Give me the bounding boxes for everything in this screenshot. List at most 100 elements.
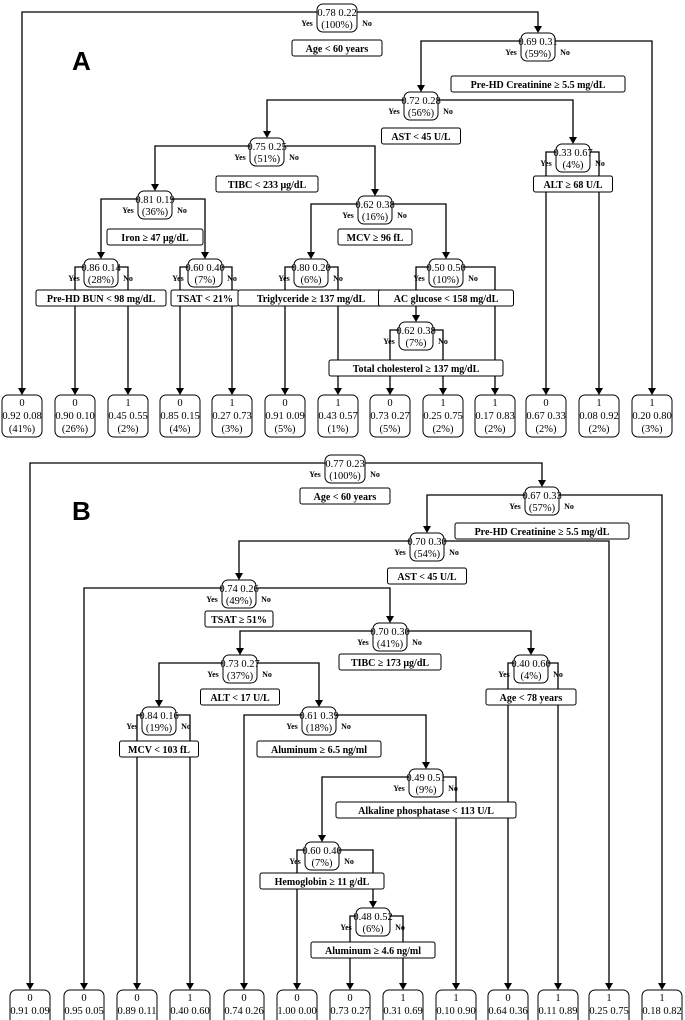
arrowhead	[263, 131, 271, 138]
branch-yes-label: Yes	[309, 470, 321, 479]
split-rule-label: MCV < 103 fL	[128, 745, 190, 756]
split-rule-box	[215, 175, 319, 193]
split-rule-label: Age < 60 years	[314, 492, 377, 503]
split-node-box	[324, 454, 366, 484]
branch-yes-label: Yes	[122, 206, 134, 215]
branch-yes-label: Yes	[289, 857, 301, 866]
split-rule-label: Iron ≥ 47 μg/dL	[121, 233, 189, 244]
leaf-node-box	[276, 989, 318, 1020]
split-rule-box	[378, 289, 514, 307]
edges-layer	[18, 11, 666, 990]
boxes-layer	[1, 3, 683, 1020]
branch-yes-label: Yes	[388, 107, 400, 116]
branch-yes-edge	[100, 198, 138, 255]
split-rule-label: Pre-HD Creatinine ≥ 5.5 mg/dL	[471, 80, 606, 91]
node-percentage: (19%)	[146, 723, 173, 734]
branch-yes-label: Yes	[357, 638, 369, 647]
node-class-probabilities: 0.49 0.51	[406, 773, 445, 784]
arrowhead	[399, 983, 407, 990]
leaf-node-box	[474, 394, 516, 438]
split-rule-label: TIBC < 233 μg/dL	[228, 180, 307, 191]
split-rule-label: Pre-HD BUN < 98 mg/dL	[47, 294, 156, 305]
node-percentage: (57%)	[529, 503, 556, 514]
split-rule-label: TSAT ≥ 51%	[211, 615, 267, 626]
leaf-percentage: (3%)	[222, 424, 243, 435]
leaf-class: 1	[606, 993, 611, 1004]
arrowhead	[371, 189, 379, 196]
node-percentage: (54%)	[414, 549, 441, 560]
split-node-box	[355, 907, 391, 937]
branch-no-edge	[392, 203, 447, 255]
branch-no-label: No	[261, 595, 271, 604]
branch-no-edge	[548, 662, 559, 986]
node-class-probabilities: 0.70 0.30	[407, 537, 446, 548]
split-rule-label: MCV ≥ 96 fL	[347, 233, 404, 244]
split-node-box	[222, 654, 258, 684]
leaf-probabilities: 0.95 0.05	[64, 1006, 103, 1017]
split-rule-box	[533, 175, 613, 193]
leaf-probabilities: 0.20 0.80	[632, 411, 671, 422]
leaf-class: 0	[387, 398, 392, 409]
leaf-node-box	[107, 394, 149, 438]
arrowhead	[201, 252, 209, 259]
arrowhead	[346, 983, 354, 990]
branch-no-label: No	[449, 548, 459, 557]
split-rule-box	[381, 127, 461, 145]
leaf-class: 1	[400, 993, 405, 1004]
arrowhead	[97, 252, 105, 259]
node-percentage: (6%)	[301, 275, 322, 286]
branch-yes-label: Yes	[394, 548, 406, 557]
branch-no-label: No	[344, 857, 354, 866]
leaf-percentage: (2%)	[536, 424, 557, 435]
branch-no-label: No	[227, 274, 237, 283]
split-rule-label: AC glucose < 158 mg/dL	[394, 294, 499, 305]
arrowhead	[538, 480, 546, 487]
node-class-probabilities: 0.80 0.20	[291, 263, 330, 274]
node-class-probabilities: 0.61 0.39	[299, 711, 338, 722]
leaf-node-box	[159, 394, 201, 438]
arrowhead	[80, 983, 88, 990]
arrowhead	[442, 252, 450, 259]
leaf-probabilities: 0.18 0.82	[642, 1006, 681, 1017]
arrowhead	[648, 388, 656, 395]
branch-yes-edge	[243, 714, 302, 986]
node-class-probabilities: 0.86 0.14	[81, 263, 121, 274]
leaf-probabilities: 0.31 0.69	[383, 1006, 422, 1017]
branch-no-edge	[357, 11, 539, 29]
node-percentage: (36%)	[142, 207, 169, 218]
leaf-class: 1	[440, 398, 445, 409]
leaf-probabilities: 0.25 0.75	[423, 411, 462, 422]
node-class-probabilities: 0.73 0.27	[220, 659, 259, 670]
arrowhead	[452, 983, 460, 990]
leaf-probabilities: 0.27 0.73	[212, 411, 251, 422]
node-percentage: (4%)	[521, 671, 542, 682]
leaf-percentage: (3%)	[642, 424, 663, 435]
branch-yes-edge	[321, 776, 409, 838]
arrowhead	[491, 388, 499, 395]
leaf-node-box	[369, 394, 411, 438]
branch-no-label: No	[181, 722, 191, 731]
node-percentage: (100%)	[329, 471, 361, 482]
branch-yes-edge	[136, 714, 142, 986]
split-rule-label: TIBC ≥ 173 μg/dL	[351, 658, 429, 669]
split-rule-box	[337, 228, 413, 246]
node-class-probabilities: 0.60 0.40	[302, 846, 341, 857]
arrowhead	[542, 388, 550, 395]
branch-no-label: No	[553, 670, 563, 679]
split-node-box	[83, 258, 119, 288]
leaf-probabilities: 0.11 0.89	[539, 1006, 578, 1017]
branch-yes-label: Yes	[505, 48, 517, 57]
arrowhead	[439, 388, 447, 395]
branch-yes-label: Yes	[340, 923, 352, 932]
split-rule-label: AST < 45 U/L	[397, 572, 456, 583]
split-rule-label: AST < 45 U/L	[391, 132, 450, 143]
leaf-class: 1	[335, 398, 340, 409]
split-rule-box	[387, 567, 467, 585]
split-rule-label: Age < 78 years	[500, 693, 563, 704]
node-percentage: (49%)	[226, 596, 253, 607]
node-percentage: (9%)	[416, 785, 437, 796]
branch-no-edge	[407, 630, 532, 651]
node-percentage: (6%)	[363, 924, 384, 935]
leaf-percentage: (41%)	[9, 424, 36, 435]
arrowhead	[18, 388, 26, 395]
